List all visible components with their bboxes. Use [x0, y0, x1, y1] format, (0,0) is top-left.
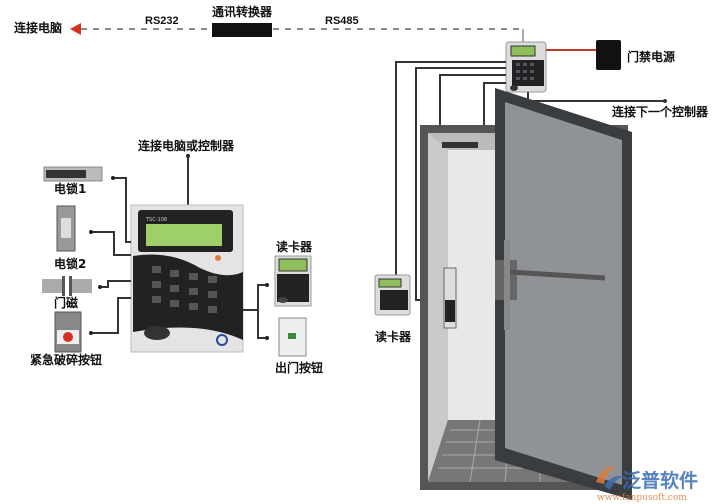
- arrow-icon: [70, 23, 81, 35]
- rs485-label: RS485: [325, 15, 359, 27]
- converter-label: 通讯转换器: [212, 4, 273, 19]
- brand-name: 泛普软件: [622, 469, 698, 492]
- computer-label: 连接电脑: [14, 20, 62, 35]
- door-reader-label: 读卡器: [375, 329, 412, 344]
- main-controller: TSC-108: [130, 204, 244, 353]
- rs232-label: RS232: [145, 15, 179, 27]
- door-card-reader: [374, 274, 411, 316]
- lock2-label: 电锁2: [54, 256, 86, 271]
- magnet-label: 门磁: [54, 295, 78, 310]
- lcd-model: TSC-108: [145, 217, 167, 223]
- power-label: 门禁电源: [627, 49, 675, 64]
- door: [420, 88, 632, 500]
- door-controller: [505, 41, 547, 93]
- converter-box: [212, 23, 272, 37]
- power-supply: [596, 40, 621, 70]
- reader-label: 读卡器: [276, 239, 313, 254]
- fanpusoft-logo: 泛普软件 www.fanpusoft.com: [596, 466, 698, 503]
- card-reader-image: [274, 255, 312, 307]
- door-magnet-image: [42, 276, 92, 296]
- exit-button-label: 出门按钮: [275, 360, 323, 375]
- exit-button-image: [278, 317, 307, 357]
- connect-label: 连接电脑或控制器: [138, 138, 235, 153]
- next-controller-label: 连接下一个控制器: [612, 104, 709, 119]
- emergency-label: 紧急破碎按钮: [30, 352, 102, 367]
- lock1-label: 电锁1: [54, 181, 86, 196]
- brand-url: www.fanpusoft.com: [597, 493, 687, 503]
- emergency-button-image: [54, 311, 82, 353]
